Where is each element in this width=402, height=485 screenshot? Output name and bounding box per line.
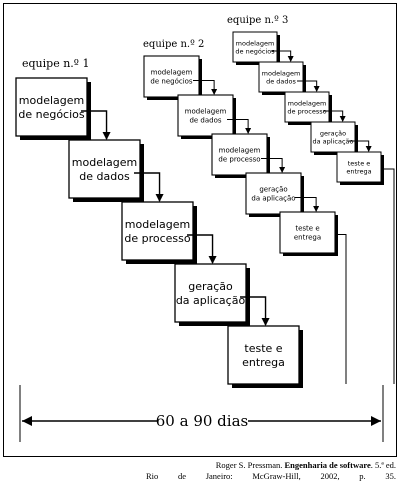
stage-box: [143, 55, 200, 98]
stage-label: de negócios: [18, 108, 85, 121]
stage-label: teste e: [295, 224, 319, 232]
stage-label: modelagem: [236, 39, 275, 47]
flow-arrow: [295, 197, 320, 212]
stage-box: [227, 325, 300, 385]
stage-box: [15, 77, 88, 137]
team-3-end-line: [384, 168, 395, 384]
stage-label: de dados: [266, 77, 296, 85]
stage-box: [284, 91, 330, 123]
stage-box: [121, 201, 194, 261]
team-3-label: equipe n.º 3: [227, 15, 288, 26]
citation: Roger S. Pressman. Engenharia de softwar…: [146, 460, 396, 482]
flow-arrow: [240, 296, 270, 326]
citation-author: Roger S. Pressman.: [215, 460, 283, 470]
flow-arrow: [81, 110, 111, 140]
stage-box: [258, 61, 304, 93]
stage-label: de dados: [189, 116, 221, 124]
flow-arrow: [227, 119, 252, 134]
stage-label: geração: [320, 129, 346, 137]
team-2-label: equipe n.º 2: [143, 39, 204, 50]
stage-label: entrega: [294, 233, 321, 241]
stage-label: modelagem: [19, 94, 84, 107]
stage-box: [336, 151, 382, 183]
duration-left-arrowhead: [22, 416, 32, 426]
stage-box: [177, 94, 234, 137]
stage-box: [245, 172, 302, 215]
stage-label: entrega: [242, 356, 285, 369]
flow-arrow: [349, 140, 372, 152]
flow-arrow: [187, 234, 217, 264]
flow-arrow: [297, 80, 320, 92]
stage-label: modelagem: [125, 218, 190, 231]
stage-label: de processo: [287, 107, 326, 115]
stage-label: modelagem: [151, 68, 193, 76]
stage-label: modelagem: [185, 107, 227, 115]
stage-label: modelagem: [262, 69, 301, 77]
stage-label: da aplicação: [176, 294, 246, 307]
stage-box: [232, 31, 278, 63]
stage-box: [279, 211, 336, 254]
stage-box: [211, 133, 268, 176]
stage-label: teste e: [244, 342, 282, 355]
stage-box: [310, 121, 356, 153]
flow-arrow: [134, 172, 164, 202]
stage-label: teste e: [348, 159, 371, 167]
citation-line-1: Roger S. Pressman. Engenharia de softwar…: [146, 460, 396, 471]
stage-box: [174, 263, 247, 323]
citation-title: Engenharia de software: [284, 460, 371, 470]
stage-label: de negócios: [235, 47, 275, 55]
stage-label: modelagem: [219, 146, 261, 154]
stage-label: da aplicação: [251, 194, 295, 202]
duration-label: 60 a 90 dias: [156, 412, 248, 430]
stage-label: de processo: [124, 232, 191, 245]
diagram-frame: [3, 3, 397, 457]
flow-arrow: [271, 50, 294, 62]
flow-arrow: [323, 110, 346, 122]
citation-publication: Rio de Janeiro: McGraw-Hill, 2002, p. 35…: [146, 471, 396, 481]
stage-label: geração: [259, 185, 287, 193]
team-2-end-line: [336, 234, 347, 384]
stage-label: de negócios: [150, 77, 193, 85]
stage-label: modelagem: [72, 156, 137, 169]
stage-label: entrega: [346, 167, 371, 175]
stage-label: de processo: [218, 155, 260, 163]
stage-label: da aplicação: [313, 137, 354, 145]
flow-arrow: [261, 158, 286, 173]
stage-box: [68, 139, 141, 199]
duration-bracket: 60 a 90 dias: [19, 385, 384, 442]
team-1-label: equipe n.º 1: [22, 57, 89, 70]
stage-label: modelagem: [288, 99, 327, 107]
stage-label: de dados: [79, 170, 130, 183]
stage-label: geração: [188, 280, 233, 293]
citation-edition: . 5.ª ed.: [370, 460, 396, 470]
flow-arrow: [193, 80, 218, 95]
duration-right-arrowhead: [371, 416, 381, 426]
